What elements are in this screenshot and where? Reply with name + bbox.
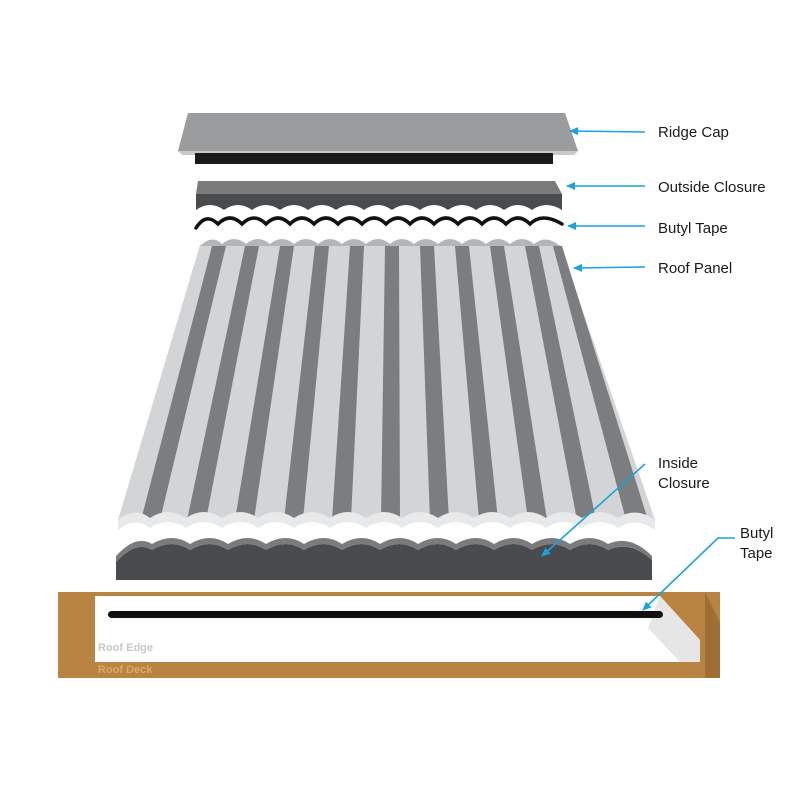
panel-rib	[525, 246, 596, 520]
ridge-cap-arrow	[569, 127, 646, 136]
panel-rib	[284, 246, 329, 520]
roof-deck-label: Roof Deck	[98, 664, 153, 676]
roof-deck-side-face	[705, 592, 720, 678]
panel-rib	[332, 246, 364, 520]
butyl-tape-bottom-label-line1: Butyl	[740, 525, 773, 542]
panel-rib	[187, 246, 259, 520]
outside-closure	[196, 181, 562, 210]
ridge-cap-top-face	[178, 113, 578, 151]
panel-rib	[381, 246, 400, 520]
roof-edge-surface	[95, 596, 700, 662]
ridge-cap-label: Ridge Cap	[658, 124, 729, 141]
roof-panel	[118, 239, 655, 530]
roof-edge	[95, 596, 700, 662]
panel-rib	[235, 246, 294, 520]
inside-closure-label-line2: Closure	[658, 475, 710, 492]
roof-panel-label: Roof Panel	[658, 260, 732, 277]
outside-closure-body	[196, 194, 562, 210]
roof-panel-ribs	[141, 246, 648, 520]
ridge-cap	[178, 113, 578, 164]
outside-closure-top-face	[196, 181, 562, 194]
inside-closure-body	[116, 544, 652, 580]
butyl-tape-top-label: Butyl Tape	[658, 220, 728, 237]
roof-panel-bottom-edge	[118, 512, 655, 530]
outside-closure-label: Outside Closure	[658, 179, 766, 196]
inside-closure-top-face	[116, 538, 652, 562]
butyl-tape-strip-bottom	[108, 611, 663, 618]
panel-rib	[141, 246, 226, 520]
butyl-tape-bottom-arrow	[642, 537, 735, 611]
roof-panel-top-edge	[200, 239, 560, 246]
butyl-tape-bottom-label-line2: Tape	[740, 545, 773, 562]
inside-closure-arrow	[541, 463, 646, 557]
roof-edge-label: Roof Edge	[98, 642, 153, 654]
panel-rib	[420, 246, 449, 520]
panel-rib	[455, 246, 498, 520]
roof-panel-arrow	[573, 263, 646, 272]
inside-closure-label-line1: Inside	[658, 455, 698, 472]
callout-arrows	[541, 127, 735, 611]
inside-closure	[116, 538, 652, 580]
butyl-tape-wave-top	[194, 216, 564, 230]
ridge-cap-underside	[195, 153, 553, 164]
panel-rib	[553, 246, 648, 520]
panel-rib	[490, 246, 547, 520]
